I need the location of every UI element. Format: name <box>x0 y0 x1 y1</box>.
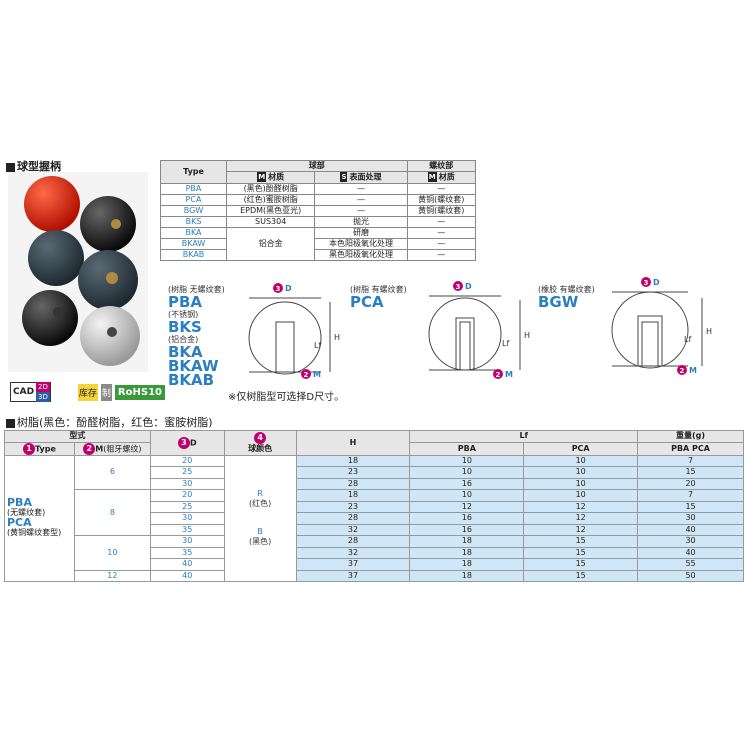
made-badge: 制 <box>100 383 112 401</box>
spec-type-header: Type <box>160 160 227 184</box>
label-h-2: H <box>524 331 530 340</box>
label-h-3: H <box>706 327 712 336</box>
rohs-badge: RoHS10 <box>114 384 165 400</box>
label-m-3: M <box>689 366 697 375</box>
spec-type: PBA <box>160 182 227 195</box>
lf-pca-header: PCA <box>523 441 639 456</box>
knob-photo-svg <box>22 176 140 366</box>
red-knob <box>24 176 80 232</box>
model-header: 型式 <box>4 430 151 443</box>
svg-text:2: 2 <box>304 371 309 379</box>
cad-badge: CAD 2D 3D <box>10 382 51 402</box>
color-cell: R(红色) B(黑色) <box>223 454 297 582</box>
diagram-labels-2: (树脂 有螺纹套) PCA <box>350 285 407 311</box>
section-title: 球型握柄 <box>6 158 61 174</box>
product-photo <box>8 172 148 372</box>
spec-type: BKS <box>160 215 227 228</box>
spec-ball-header: 球部 <box>226 160 408 172</box>
spec-type: BKAW <box>160 237 227 250</box>
label-d-1: D <box>285 284 292 293</box>
label-lf-2: Lf <box>502 339 509 348</box>
label-m-2: M <box>505 370 513 379</box>
gray-knob <box>28 230 84 286</box>
lf-pba-header: PBA <box>409 441 525 456</box>
spec-thread-header: 螺纹部 <box>406 160 477 172</box>
weight-sub-header: PBA PCA <box>637 441 744 456</box>
weight-header: 重量(g) <box>637 430 744 443</box>
spec-type: BKA <box>160 226 227 239</box>
stock-badge: 库存 <box>77 383 98 401</box>
spec-type: PCA <box>160 193 227 206</box>
lf-header: Lf <box>409 430 639 443</box>
label-h-1: H <box>334 333 340 342</box>
m-group: 12 <box>73 569 151 582</box>
black-knob <box>80 196 136 252</box>
svg-text:3: 3 <box>276 285 281 293</box>
m-group: 6 <box>73 454 151 490</box>
type-cell: PBA (无螺纹套) PCA (黄铜螺纹套型) <box>4 454 75 582</box>
svg-text:2: 2 <box>496 371 501 379</box>
spec-type: BGW <box>160 204 227 217</box>
svg-text:3: 3 <box>456 283 461 291</box>
label-m-1: M <box>313 370 321 379</box>
h-header: H <box>295 430 411 456</box>
svg-text:3: 3 <box>644 279 649 287</box>
spec-type: BKAB <box>160 248 227 261</box>
footnote: ※仅树脂型可选择D尺寸。 <box>228 392 345 403</box>
black-knob-2 <box>22 290 78 346</box>
diagram-labels-1: (树脂 无螺纹套) PBA (不锈钢) BKS (铝合金) BKA BKAW B… <box>168 285 225 389</box>
label-d-2: D <box>465 282 472 291</box>
label-lf-1: Lf <box>314 341 321 350</box>
label-lf-3: Lf <box>684 335 691 344</box>
m-group: 10 <box>73 535 151 571</box>
section2-title: 树脂(黑色：酚醛树脂，红色：蜜胺树脂) <box>6 414 213 430</box>
m-group: 8 <box>73 489 151 536</box>
badge-row: CAD 2D 3D 库存 制 RoHS10 <box>10 382 165 402</box>
diagram-labels-3: (橡胶 有螺纹套) BGW <box>538 285 595 311</box>
label-d-3: D <box>653 278 660 287</box>
svg-text:2: 2 <box>680 367 685 375</box>
